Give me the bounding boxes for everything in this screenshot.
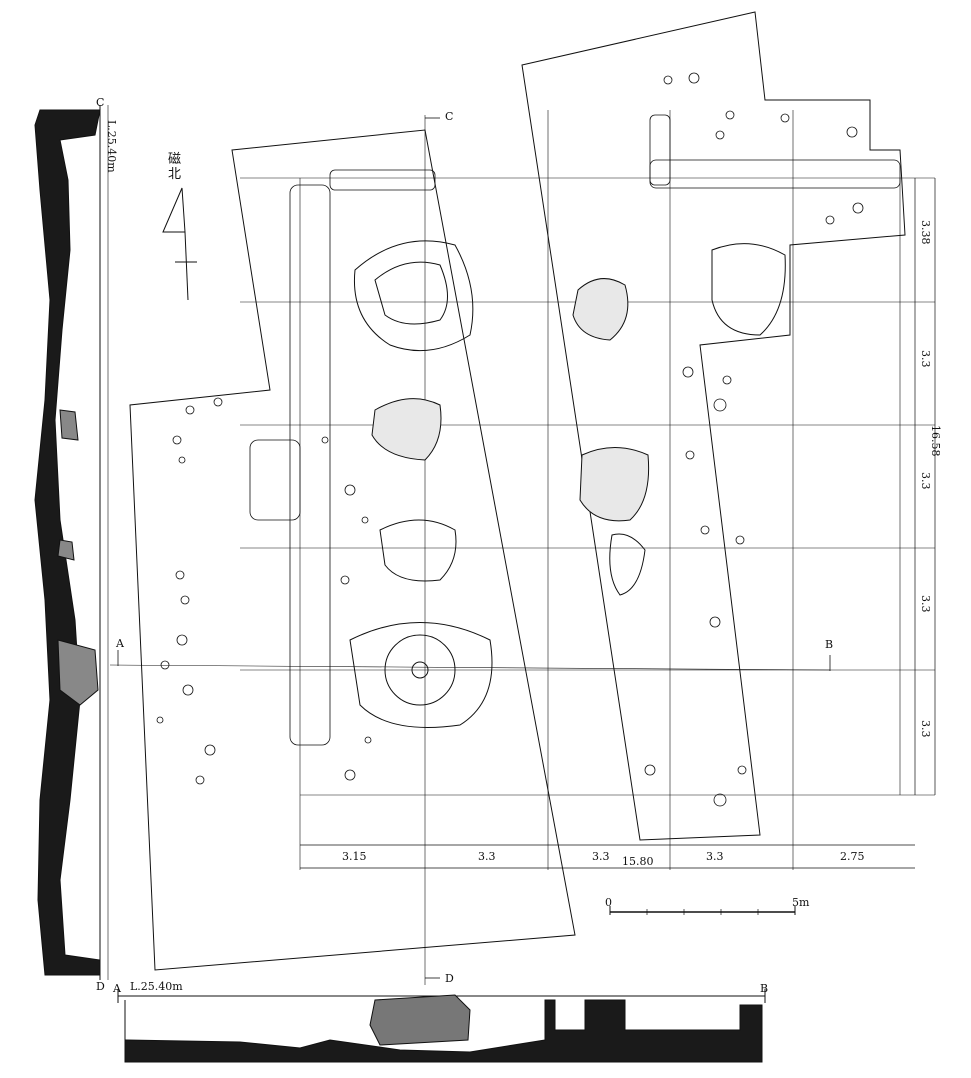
profile-ab [117, 989, 766, 1063]
north-label: 磁北 [168, 152, 182, 182]
section-markers [117, 117, 831, 979]
dimension-lines [300, 178, 936, 869]
scale-end-label: 5m [792, 896, 810, 909]
section-ab-start-label: A [113, 982, 121, 995]
post-holes [156, 72, 864, 807]
dim-h-1: 3.15 [342, 850, 367, 863]
section-d-marker: D [445, 972, 454, 985]
section-cd-end-label: D [96, 980, 105, 993]
dim-h-2: 3.3 [478, 850, 496, 863]
profile-cd [34, 105, 109, 980]
pit-features [349, 240, 786, 728]
scale-bar [609, 906, 796, 915]
trench-left-outline [129, 129, 576, 971]
dim-v-2: 3.3 [919, 350, 932, 368]
section-cd-start-label: C [96, 96, 105, 109]
dim-v-4: 3.3 [919, 595, 932, 613]
north-arrow-icon [162, 187, 197, 301]
trench-right-outline [521, 11, 906, 841]
dim-v-1: 3.38 [919, 220, 932, 245]
section-b-marker: B [825, 638, 834, 651]
stone-rows [249, 114, 901, 746]
dim-h-total: 15.80 [622, 855, 654, 868]
dim-h-3: 3.3 [592, 850, 610, 863]
dim-h-4: 3.3 [706, 850, 724, 863]
survey-grid [109, 110, 935, 985]
dim-v-5: 3.3 [919, 720, 932, 738]
section-c-marker: C [445, 110, 454, 123]
section-ab-datum: L.25.40m [130, 980, 183, 993]
section-cd-datum: L.25.40m [105, 120, 118, 173]
scale-zero-label: 0 [605, 896, 612, 909]
section-ab-end-label: B [760, 982, 769, 995]
dim-v-total: 16.58 [929, 425, 942, 457]
section-a-marker: A [116, 637, 124, 650]
dim-h-5: 2.75 [840, 850, 865, 863]
dim-v-3: 3.3 [919, 472, 932, 490]
